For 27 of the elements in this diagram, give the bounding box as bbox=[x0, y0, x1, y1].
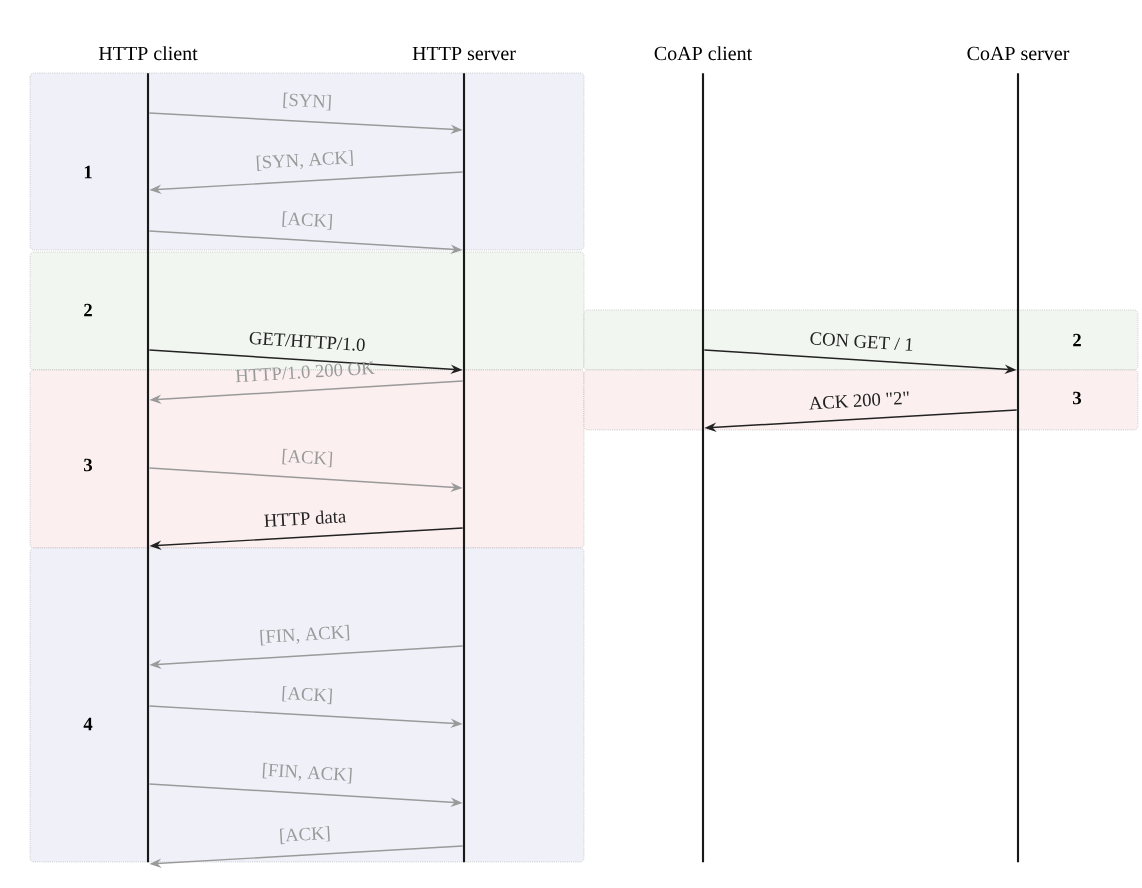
edge-label: [SYN, ACK] bbox=[256, 150, 354, 172]
edge-label: [ACK] bbox=[279, 825, 330, 845]
lifeline-header: CoAP client bbox=[654, 46, 753, 61]
lifeline-header: HTTP client bbox=[98, 46, 198, 61]
lifeline-header: CoAP server bbox=[967, 46, 1070, 61]
edge-label: [ACK] bbox=[282, 685, 333, 705]
edge-label: [ACK] bbox=[282, 211, 333, 230]
lifeline bbox=[1016, 73, 1020, 863]
edge-label: [FIN, ACK] bbox=[262, 762, 352, 784]
phase-number: 2 bbox=[84, 303, 92, 317]
phase-number: 2 bbox=[1073, 333, 1081, 347]
phase-number: 4 bbox=[83, 717, 93, 731]
phase-number: 1 bbox=[84, 165, 92, 179]
edge-label: ACK 200 "2" bbox=[809, 391, 909, 410]
edge-label: GET/HTTP/1.0 bbox=[249, 331, 365, 352]
edge-label: HTTP/1.0 200 OK bbox=[235, 361, 375, 383]
lifeline bbox=[146, 73, 150, 863]
phase-number: 3 bbox=[1073, 391, 1082, 405]
edge-label: [SYN] bbox=[283, 92, 331, 111]
edge-label: HTTP data bbox=[264, 510, 347, 527]
phase-number: 3 bbox=[84, 458, 93, 472]
edge-label: [FIN, ACK] bbox=[260, 624, 350, 646]
lifeline bbox=[462, 73, 466, 863]
edge-label: CON GET / 1 bbox=[810, 332, 913, 351]
edge-label: [ACK] bbox=[282, 448, 333, 468]
lifeline-header: HTTP server bbox=[412, 46, 516, 61]
lifeline bbox=[701, 73, 705, 863]
